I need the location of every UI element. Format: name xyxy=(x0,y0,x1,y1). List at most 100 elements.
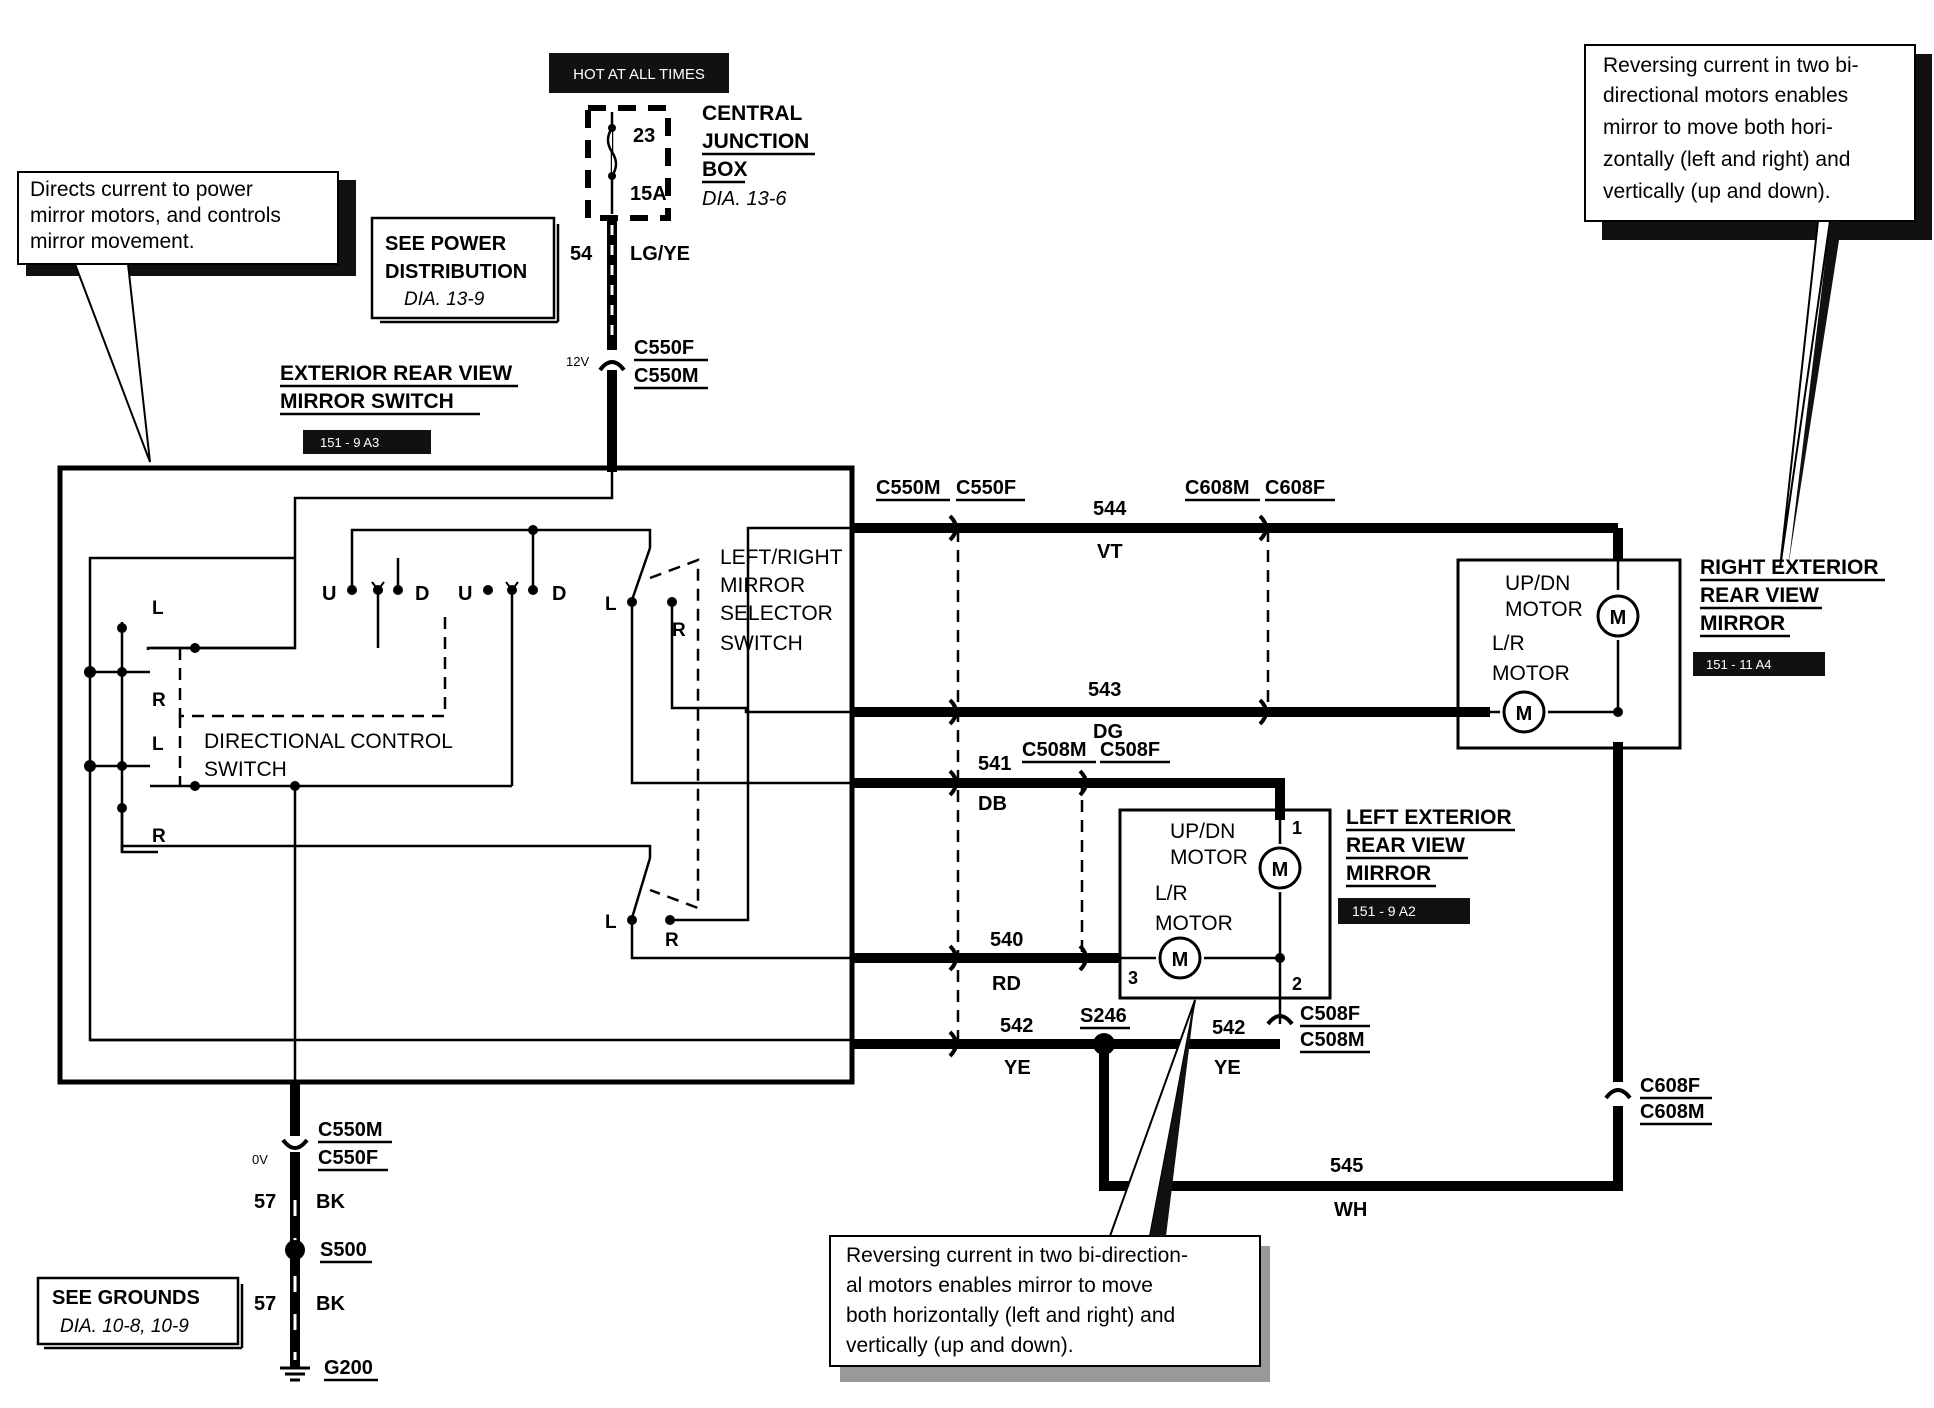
contact-u-1: U xyxy=(322,583,336,605)
central-junction-box-outline xyxy=(585,105,671,221)
fuse-symbol xyxy=(606,127,618,177)
conn-c608f: C608F xyxy=(1265,477,1325,499)
power-distribution-ref-box[interactable] xyxy=(370,216,556,320)
right-mirror-box xyxy=(1456,558,1682,750)
contact-r-2: R xyxy=(152,826,166,847)
callout-right-line-2: directional motors enables xyxy=(1603,84,1848,107)
wire-542-circuit-a: 542 xyxy=(1000,1015,1033,1037)
central-junction-name-2: JUNCTION xyxy=(702,130,809,153)
contact-l-1: L xyxy=(152,598,164,619)
callout-right-box xyxy=(1584,44,1916,222)
right-mirror-ref: 151 - 11 A4 xyxy=(1706,657,1772,672)
callout-bottom-line-3: both horizontally (left and right) and xyxy=(846,1304,1175,1327)
wire-540-circuit: 540 xyxy=(990,929,1023,951)
callout-left-line-1: Directs current to power xyxy=(30,178,253,201)
splice-s246-label: S246 xyxy=(1080,1005,1127,1027)
right-mirror-lr-2: MOTOR xyxy=(1492,662,1570,685)
callout-bottom-line-4: vertically (up and down). xyxy=(846,1334,1074,1357)
power-distribution-ref-line2: DISTRIBUTION xyxy=(385,261,527,283)
switch-ref-badge xyxy=(303,430,431,454)
left-mirror-lr-2: MOTOR xyxy=(1155,912,1233,935)
switch-ref: 151 - 9 A3 xyxy=(320,435,379,450)
conn-c508m-top: C508M xyxy=(1022,739,1086,761)
callout-right-line-4: zontally (left and right) and xyxy=(1603,148,1850,171)
lr-selector-title-1: LEFT/RIGHT xyxy=(720,546,843,569)
feed-conn-f: C550F xyxy=(634,337,694,359)
contact-d-2: D xyxy=(552,583,566,605)
feed-circuit: 54 xyxy=(570,243,593,265)
central-junction-name-1: CENTRAL xyxy=(702,102,802,125)
left-updn-motor-icon xyxy=(1258,846,1302,890)
fuse-number: 23 xyxy=(633,125,655,147)
central-junction-name-3: BOX xyxy=(702,158,748,181)
contact-d-1: D xyxy=(415,583,429,605)
left-updn-motor-symbol: M xyxy=(1272,859,1289,881)
wire-545-color: WH xyxy=(1334,1199,1367,1221)
left-mirror-pin-1: 1 xyxy=(1292,818,1302,838)
callout-right-pointer xyxy=(1779,220,1832,569)
wire-541-color: DB xyxy=(978,793,1007,815)
right-lr-motor-icon xyxy=(1502,690,1546,734)
wire-542-color-a: YE xyxy=(1004,1057,1031,1079)
wire-541-circuit: 541 xyxy=(978,753,1011,775)
splice-s500 xyxy=(285,1240,305,1260)
left-mirror-title-1: LEFT EXTERIOR xyxy=(1346,806,1512,829)
c550-feed-connector xyxy=(598,360,626,372)
ground-circuit: 57 xyxy=(254,1191,276,1213)
right-mirror-ref-badge xyxy=(1693,652,1825,676)
right-return-conn-f: C608F xyxy=(1640,1075,1700,1097)
ground-voltage: 0V xyxy=(252,1152,268,1167)
left-lr-motor-symbol: M xyxy=(1172,949,1189,971)
right-updn-motor-symbol: M xyxy=(1610,607,1627,629)
selector-upper-l: L xyxy=(605,594,617,615)
callout-right-line-5: vertically (up and down). xyxy=(1603,180,1831,203)
right-lr-motor-symbol: M xyxy=(1516,703,1533,725)
conn-c550m: C550M xyxy=(876,477,940,499)
conn-c550f: C550F xyxy=(956,477,1016,499)
ground-conn-f: C550F xyxy=(318,1147,378,1169)
hot-at-all-times-badge xyxy=(549,53,729,93)
wire-542-color-b: YE xyxy=(1214,1057,1241,1079)
right-mirror-lr-1: L/R xyxy=(1492,632,1525,655)
right-updn-motor-icon xyxy=(1596,594,1640,638)
right-return-conn-m: C608M xyxy=(1640,1101,1704,1123)
switch-title-1: EXTERIOR REAR VIEW xyxy=(280,362,512,385)
left-mirror-box xyxy=(1118,808,1332,1000)
left-mirror-lr-1: L/R xyxy=(1155,882,1188,905)
right-mirror-title-2: REAR VIEW xyxy=(1700,584,1819,607)
left-mirror-conn-m: C508M xyxy=(1300,1029,1364,1051)
callout-right-line-3: mirror to move both hori- xyxy=(1603,116,1833,139)
wire-543-color: DG xyxy=(1093,721,1123,743)
left-mirror-title-2: REAR VIEW xyxy=(1346,834,1465,857)
directional-switch-title-2: SWITCH xyxy=(204,758,287,781)
ground-color-2: BK xyxy=(316,1293,345,1315)
central-junction-dia: DIA. 13-6 xyxy=(702,188,787,210)
power-distribution-ref-dia: DIA. 13-9 xyxy=(404,289,485,310)
conn-c508f-top: C508F xyxy=(1100,739,1160,761)
left-mirror-updn-1: UP/DN xyxy=(1170,820,1235,843)
selector-lower-l: L xyxy=(605,912,617,933)
callout-left-pointer xyxy=(73,263,151,463)
ground-id: G200 xyxy=(324,1357,373,1379)
lr-selector-title-4: SWITCH xyxy=(720,632,803,655)
grounds-ref-line1: SEE GROUNDS xyxy=(52,1287,200,1309)
contact-r-1: R xyxy=(152,690,166,711)
right-mirror-updn-2: MOTOR xyxy=(1505,598,1583,621)
splice-s500-label: S500 xyxy=(320,1239,367,1261)
contact-l-2: L xyxy=(152,734,164,755)
right-mirror-updn-1: UP/DN xyxy=(1505,572,1570,595)
lr-selector-title-3: SELECTOR xyxy=(720,602,833,625)
callout-left-line-2: mirror motors, and controls xyxy=(30,204,281,227)
left-mirror-ref: 151 - 9 A2 xyxy=(1352,903,1416,919)
left-mirror-conn-f: C508F xyxy=(1300,1003,1360,1025)
grounds-ref-box[interactable] xyxy=(36,1276,240,1346)
right-mirror-title-3: MIRROR xyxy=(1700,612,1785,635)
callout-right-line-1: Reversing current in two bi- xyxy=(1603,54,1859,77)
callout-left-line-3: mirror movement. xyxy=(30,230,195,253)
feed-color: LG/YE xyxy=(630,243,690,265)
left-lr-motor-icon xyxy=(1158,936,1202,980)
feed-voltage: 12V xyxy=(566,354,589,369)
callout-left-box xyxy=(17,171,339,265)
wire-544-color: VT xyxy=(1097,541,1123,563)
